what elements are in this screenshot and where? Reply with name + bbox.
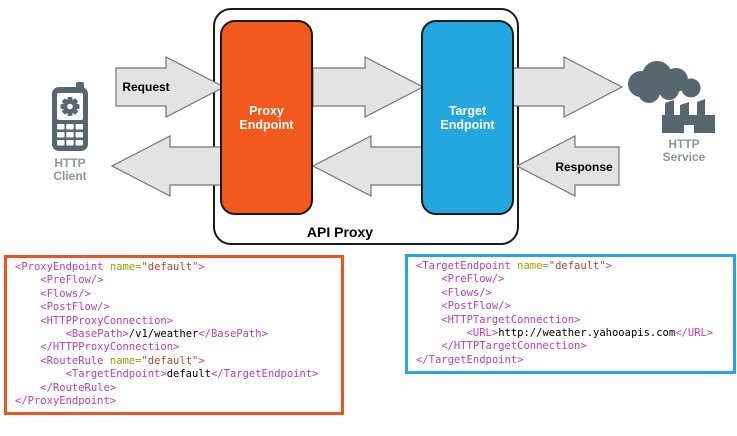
request-label: Request xyxy=(122,80,170,94)
code-line: <TargetEndpoint name="default"> xyxy=(416,260,612,272)
target-endpoint-label-line1: Target xyxy=(448,103,487,118)
flow-arrows-layer xyxy=(110,56,624,197)
proxy-endpoint-box: Proxy Endpoint xyxy=(220,20,313,215)
code-line: <Flows/> xyxy=(416,286,492,299)
proxy-to-client-return-arrow-icon xyxy=(110,135,225,197)
response-label: Response xyxy=(555,160,613,174)
request-arrow-icon xyxy=(115,56,226,118)
code-line: <PostFlow/> xyxy=(416,300,511,313)
proxy-to-target-arrow-icon xyxy=(312,56,425,118)
code-line: <HTTPTargetConnection> xyxy=(416,313,581,326)
code-line: </TargetEndpoint> xyxy=(416,353,524,366)
gear-icon xyxy=(60,97,80,116)
code-line: <TargetEndpoint>default</TargetEndpoint> xyxy=(15,368,319,381)
http-service-factory-icon xyxy=(628,61,715,133)
target-to-service-arrow-icon xyxy=(512,56,624,118)
http-service-label-line2: Service xyxy=(662,150,706,164)
code-line: <PreFlow/> xyxy=(15,274,104,287)
code-line: <Flows/> xyxy=(15,287,91,300)
proxy-endpoint-xml-code-block: <ProxyEndpoint name="default"> <PreFlow/… xyxy=(4,255,344,415)
http-service-label-line1: HTTP xyxy=(668,137,700,151)
http-client-label: HTTP Client xyxy=(40,157,100,183)
api-proxy-label: API Proxy xyxy=(306,224,374,240)
target-endpoint-label-line2: Endpoint xyxy=(440,117,495,132)
code-line: <ProxyEndpoint name="default"> xyxy=(15,261,205,273)
code-line: <HTTPProxyConnection> xyxy=(15,314,174,327)
code-line: <RouteRule name="default"> xyxy=(15,354,205,367)
code-line: <PostFlow/> xyxy=(15,301,110,314)
response-arrow-icon xyxy=(515,135,620,197)
keypad xyxy=(57,124,83,146)
http-service-label: HTTP Service xyxy=(654,138,714,164)
http-client-phone-icon xyxy=(52,82,88,151)
code-line: <BasePath>/v1/weather</BasePath> xyxy=(15,327,268,340)
code-line: <URL>http://weather.yahooapis.com</URL> xyxy=(416,326,714,339)
code-line: </RouteRule> xyxy=(15,381,117,394)
target-to-proxy-return-arrow-icon xyxy=(311,135,424,197)
target-endpoint-xml-code-block: <TargetEndpoint name="default"> <PreFlow… xyxy=(405,254,736,374)
code-line: </HTTPProxyConnection> xyxy=(15,341,180,354)
code-line: <PreFlow/> xyxy=(416,273,505,286)
code-line: </HTTPTargetConnection> xyxy=(416,340,587,353)
http-client-label-line1: HTTP xyxy=(54,156,86,170)
proxy-endpoint-label-line1: Proxy xyxy=(249,103,284,118)
code-line: </ProxyEndpoint> xyxy=(15,394,117,407)
proxy-endpoint-label-line2: Endpoint xyxy=(239,117,294,132)
target-endpoint-box: Target Endpoint xyxy=(421,20,514,215)
smoke-cloud-icon xyxy=(628,61,701,103)
http-client-label-line2: Client xyxy=(53,169,87,183)
factory-building xyxy=(662,99,715,133)
